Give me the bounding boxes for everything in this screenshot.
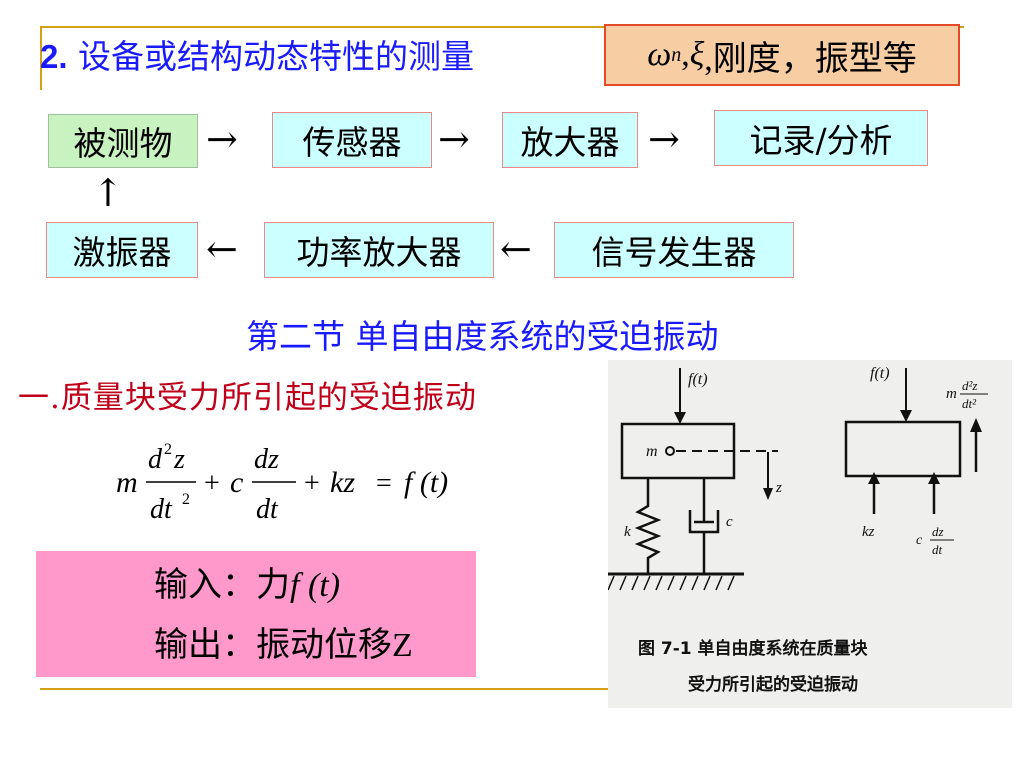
figure-caption-line-2: 受力所引起的受迫振动 [688, 674, 858, 695]
inertia-m-label: m [946, 386, 957, 402]
parameters-rest: ,刚度，振型等 [704, 40, 917, 78]
eq-m: m [116, 466, 138, 499]
damping-force-arrowhead [928, 472, 940, 484]
ground-hatching [608, 575, 735, 591]
spring-force-label: kz [862, 524, 875, 540]
eq-den1: dt [150, 494, 173, 525]
inertia-denominator: dt² [962, 396, 977, 411]
left-force-arrowhead [674, 412, 686, 424]
spring-label: k [624, 524, 631, 540]
damper-label: c [726, 514, 733, 530]
right-force-label: f(t) [870, 365, 890, 382]
spring [634, 478, 662, 574]
eq-rhs: f (t) [404, 466, 448, 499]
eq-equals: = [376, 468, 392, 499]
input-output-box: 输入：力f (t) 输出：振动位移Z [36, 551, 476, 677]
damping-denominator: dt [932, 542, 943, 557]
flow-box-record-analysis: 记录/分析 [714, 110, 928, 166]
flow-arrow-left-1: ← [206, 227, 238, 271]
spring-force-arrowhead [868, 472, 880, 484]
eq-plus-1: + [204, 468, 220, 499]
damping-numerator: dz [932, 524, 944, 539]
input-symbol: f (t) [290, 567, 341, 604]
input-label: 输入：力 [154, 565, 290, 605]
inertia-arrowhead [970, 418, 982, 432]
eq-kz: kz [330, 466, 355, 499]
right-mass-block [844, 420, 962, 478]
omega-subscript: n [671, 43, 682, 66]
eq-num1-z: z [173, 444, 185, 475]
eq-plus-2: + [304, 468, 320, 499]
flow-arrow-right-2: → [438, 117, 470, 161]
output-line: 输出：振动位移Z [154, 617, 413, 666]
flow-arrow-right-3: → [648, 117, 680, 161]
flow-box-exciter: 激振器 [46, 222, 198, 278]
flow-box-test-object: 被测物 [48, 114, 198, 168]
left-mass-center [665, 446, 675, 456]
eq-num1-sup: 2 [164, 441, 172, 458]
flow-box-sensor: 传感器 [272, 112, 432, 168]
slide-title: 2. 设备或结构动态特性的测量 [40, 30, 474, 78]
flow-arrow-left-2: ← [500, 227, 532, 271]
eq-c: c [230, 466, 243, 499]
eq-num1-d: d [148, 444, 163, 475]
top-rule-left [40, 26, 42, 90]
subheading: 一.质量块受力所引起的受迫振动 [18, 380, 477, 416]
equation-of-motion: m d 2 z dt 2 + c dz dt + kz = f (t) [116, 441, 448, 525]
output-symbol: Z [392, 627, 413, 664]
flow-box-signal-generator: 信号发生器 [554, 222, 794, 278]
eq-den2: dt [256, 494, 279, 525]
top-rule [40, 26, 964, 28]
right-force-arrowhead [900, 410, 912, 422]
eq-num2: dz [254, 444, 279, 475]
left-mass-label: m [646, 443, 658, 460]
eq-den1-sup: 2 [182, 491, 190, 508]
flow-box-amplifier: 放大器 [502, 112, 638, 168]
omega-symbol: ω [647, 36, 672, 73]
inertia-numerator: d²z [962, 378, 977, 393]
damping-c-label: c [916, 533, 923, 548]
figure-caption-line-1: 图 7-1 单自由度系统在质量块 [638, 638, 869, 659]
bottom-rule [40, 688, 610, 690]
figure-background [608, 360, 1012, 708]
left-force-label: f(t) [688, 371, 708, 388]
xi-symbol: ξ [689, 36, 705, 73]
left-z-label: z [775, 480, 782, 496]
title-text: 设备或结构动态特性的测量 [78, 37, 475, 76]
section-title: 第二节 单自由度系统的受迫振动 [246, 317, 719, 356]
flow-arrow-up: ↑ [92, 171, 124, 215]
flow-box-power-amplifier: 功率放大器 [264, 222, 494, 278]
left-z-arrowhead [763, 488, 773, 500]
output-label: 输出：振动位移 [154, 625, 392, 665]
flow-arrow-right-1: → [206, 117, 238, 161]
title-number: 2. [40, 38, 68, 75]
input-line: 输入：力f (t) [154, 557, 340, 606]
figure-7-1: f(t) m z k c f(t) m d²z dt² kz c dz dt 图… [608, 360, 1012, 708]
